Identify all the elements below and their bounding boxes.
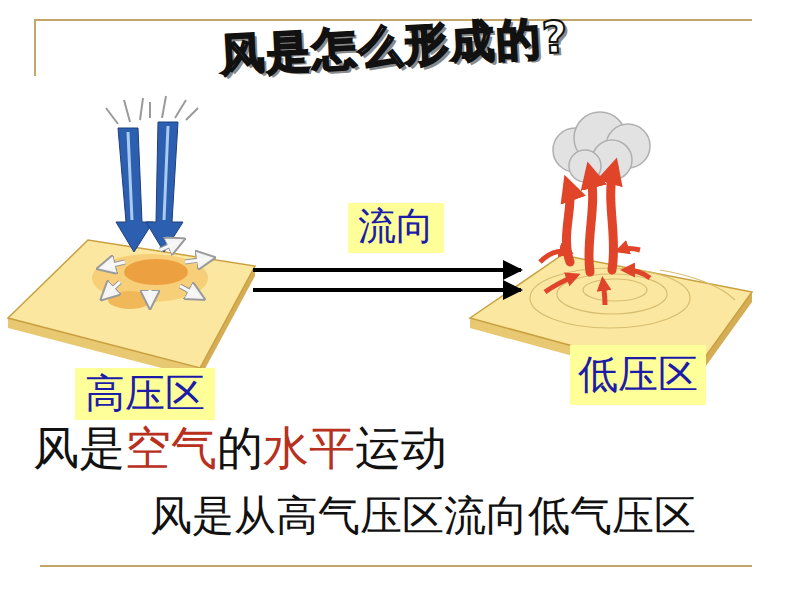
- outflow-arrow: [104, 242, 208, 302]
- statement-line: 风是从高气压区流向低气压区: [150, 490, 696, 542]
- burst-lines: [106, 96, 198, 124]
- zone-label: 流向: [358, 205, 434, 249]
- statement-line: 风是空气的水平运动: [33, 420, 447, 476]
- sinking-air-arrow: [116, 122, 183, 252]
- inflow-arrow: [540, 249, 650, 306]
- flow-arrow: [253, 268, 521, 272]
- outflow-arrow: [100, 240, 212, 306]
- pressure-zone: 高压区: [10, 110, 253, 420]
- statement-text: 风是: [33, 421, 125, 475]
- statement-text: 水平: [263, 421, 355, 475]
- flow-arrow: [253, 288, 521, 292]
- direction-label-box: 流向: [348, 203, 444, 253]
- statement-text: 运动: [355, 421, 447, 475]
- frame-line: [35, 20, 752, 566]
- high-pressure-plate: [8, 240, 255, 378]
- rising-air-arrow: [566, 168, 614, 272]
- zone-label: 高压区: [75, 368, 215, 420]
- statement-text: 空气: [125, 421, 217, 475]
- pressure-zone: 低压区: [523, 130, 750, 410]
- cloud: [553, 112, 650, 182]
- statement-text: 风是从高气压区流向低气压区: [150, 491, 696, 540]
- zone-label: 低压区: [570, 345, 706, 405]
- statement-text: 的: [217, 421, 263, 475]
